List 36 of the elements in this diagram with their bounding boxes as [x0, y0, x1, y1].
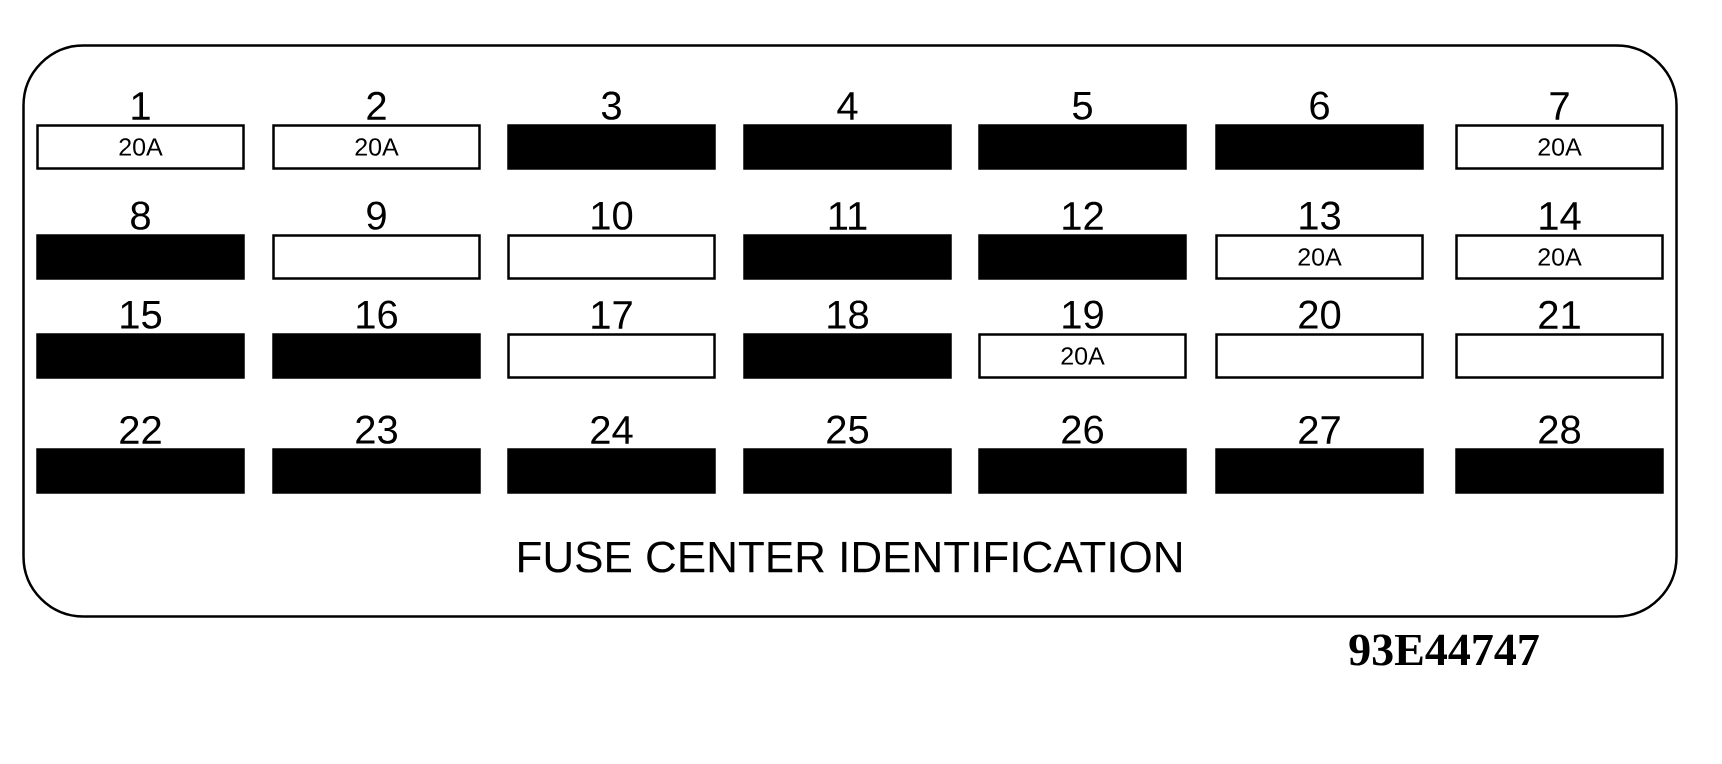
slot-number: 19	[1063, 300, 1103, 329]
slot-number: 14	[1540, 202, 1581, 230]
slot-number: 15	[121, 300, 162, 329]
slot-number: 24	[591, 415, 633, 444]
slot-number: 2	[367, 91, 386, 120]
slot-number: 17	[592, 301, 632, 329]
slot-number: 27	[1299, 415, 1340, 444]
slot-number: 8	[131, 201, 150, 230]
fuse-slot: 20A	[978, 333, 1187, 379]
slot-number: 25	[827, 415, 869, 444]
fuse-slot: 20A	[1455, 124, 1664, 170]
slot-number: 3	[601, 91, 621, 120]
slot-number: 21	[1539, 300, 1580, 329]
slot-number: 18	[828, 300, 868, 329]
slot-number: 23	[356, 415, 397, 444]
slot-number: 12	[1063, 201, 1103, 230]
card-title: FUSE CENTER IDENTIFICATION	[519, 541, 1181, 573]
slot-number: 9	[367, 201, 386, 230]
slot-number: 26	[1062, 415, 1103, 444]
slot-number: 4	[837, 92, 858, 120]
fuse-slot: 20A	[272, 124, 481, 170]
slot-number: 16	[357, 300, 397, 329]
slot-number: 22	[120, 415, 161, 444]
slot-number: 10	[592, 201, 633, 230]
fuse-slot: 20A	[36, 124, 245, 170]
slot-number: 6	[1310, 91, 1329, 120]
slot-number: 11	[829, 202, 867, 230]
fuse-slot: 20A	[1215, 234, 1424, 280]
fuse-slot: 20A	[1455, 234, 1664, 280]
part-number: 93E44747	[1349, 634, 1539, 666]
slot-number: 28	[1539, 415, 1580, 444]
slot-number: 20	[1299, 300, 1341, 329]
slot-number: 5	[1073, 91, 1092, 120]
slot-number: 7	[1550, 92, 1569, 120]
slot-number: 1	[132, 92, 150, 120]
slot-number: 13	[1300, 201, 1340, 230]
